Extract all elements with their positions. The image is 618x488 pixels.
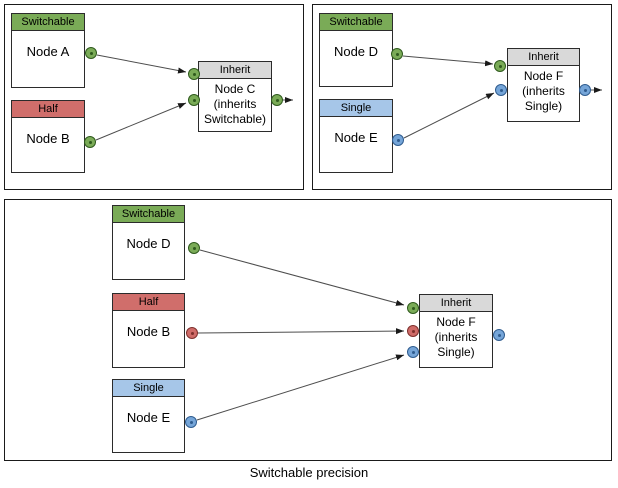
node-f-combined-precision-header: Inherit: [420, 295, 492, 312]
node-a-title: Node A: [26, 44, 70, 59]
node-f-combined-output-port-icon: [493, 329, 505, 341]
node-c-precision-header: Inherit: [199, 62, 271, 79]
node-c-title-line1: Node C: [214, 82, 256, 96]
node-b-output-port-icon: [84, 136, 96, 148]
port-dot-icon: [411, 306, 415, 310]
node-f-combined-input-port-green-icon: [407, 302, 419, 314]
node-d-combined-title: Node D: [126, 236, 171, 251]
port-dot-icon: [411, 350, 415, 354]
port-dot-icon: [190, 331, 194, 335]
node-e-combined-output-port-icon: [185, 416, 197, 428]
node-b: Half Node B: [11, 100, 85, 173]
node-d: Switchable Node D: [319, 13, 393, 87]
node-a-precision-header: Switchable: [12, 14, 84, 31]
port-dot-icon: [583, 88, 587, 92]
port-dot-icon: [189, 420, 193, 424]
node-a: Switchable Node A: [11, 13, 85, 88]
node-d-combined-output-port-icon: [188, 242, 200, 254]
port-dot-icon: [192, 72, 196, 76]
node-f-input-port-green-icon: [494, 60, 506, 72]
node-a-output-port-icon: [85, 47, 97, 59]
node-f-combined-input-port-red-icon: [407, 325, 419, 337]
node-d-output-port-icon: [391, 48, 403, 60]
node-e-precision-header: Single: [320, 100, 392, 117]
node-f-precision-header: Inherit: [508, 49, 579, 66]
node-f-title-line3: Single): [524, 99, 563, 113]
node-e-combined: Single Node E: [112, 379, 185, 453]
node-d-precision-header: Switchable: [320, 14, 392, 31]
panel-combined: [4, 199, 612, 461]
node-f-title: Node F (inherits Single): [508, 66, 579, 114]
node-c-input-port-2-icon: [188, 94, 200, 106]
node-e-combined-title: Node E: [126, 410, 171, 425]
port-dot-icon: [498, 64, 502, 68]
port-dot-icon: [396, 138, 400, 142]
node-f-title-line1: Node F: [523, 69, 564, 83]
port-dot-icon: [192, 98, 196, 102]
node-b-combined-output-port-icon: [186, 327, 198, 339]
node-c-title-line3: Switchable): [203, 112, 267, 126]
node-f-combined-title-line3: Single): [437, 345, 475, 359]
node-f-combined: Inherit Node F (inherits Single): [419, 294, 493, 368]
port-dot-icon: [275, 98, 279, 102]
node-f-input-port-blue-icon: [495, 84, 507, 96]
node-f-combined-title-line2: (inherits: [434, 330, 478, 344]
node-e: Single Node E: [319, 99, 393, 173]
node-c: Inherit Node C (inherits Switchable): [198, 61, 272, 132]
diagram-caption: Switchable precision: [249, 465, 369, 480]
node-f: Inherit Node F (inherits Single): [507, 48, 580, 122]
port-dot-icon: [89, 51, 93, 55]
node-f-output-port-icon: [579, 84, 591, 96]
node-c-title: Node C (inherits Switchable): [199, 79, 271, 127]
node-d-combined: Switchable Node D: [112, 205, 185, 280]
node-b-combined: Half Node B: [112, 293, 185, 368]
node-d-title: Node D: [333, 44, 379, 59]
node-c-title-line2: (inherits: [213, 97, 257, 111]
node-b-title: Node B: [26, 131, 70, 146]
node-f-combined-input-port-blue-icon: [407, 346, 419, 358]
node-f-combined-title-line1: Node F: [436, 315, 476, 329]
node-f-title-line2: (inherits: [522, 84, 565, 98]
node-b-combined-precision-header: Half: [113, 294, 184, 311]
node-f-combined-title: Node F (inherits Single): [420, 312, 492, 360]
node-e-output-port-icon: [392, 134, 404, 146]
node-e-combined-precision-header: Single: [113, 380, 184, 397]
port-dot-icon: [395, 52, 399, 56]
port-dot-icon: [411, 329, 415, 333]
node-d-combined-precision-header: Switchable: [113, 206, 184, 223]
node-c-input-port-1-icon: [188, 68, 200, 80]
node-b-combined-title: Node B: [126, 324, 171, 339]
port-dot-icon: [192, 246, 196, 250]
node-c-output-port-icon: [271, 94, 283, 106]
port-dot-icon: [88, 140, 92, 144]
port-dot-icon: [497, 333, 501, 337]
node-e-title: Node E: [334, 130, 378, 145]
port-dot-icon: [499, 88, 503, 92]
node-b-precision-header: Half: [12, 101, 84, 118]
